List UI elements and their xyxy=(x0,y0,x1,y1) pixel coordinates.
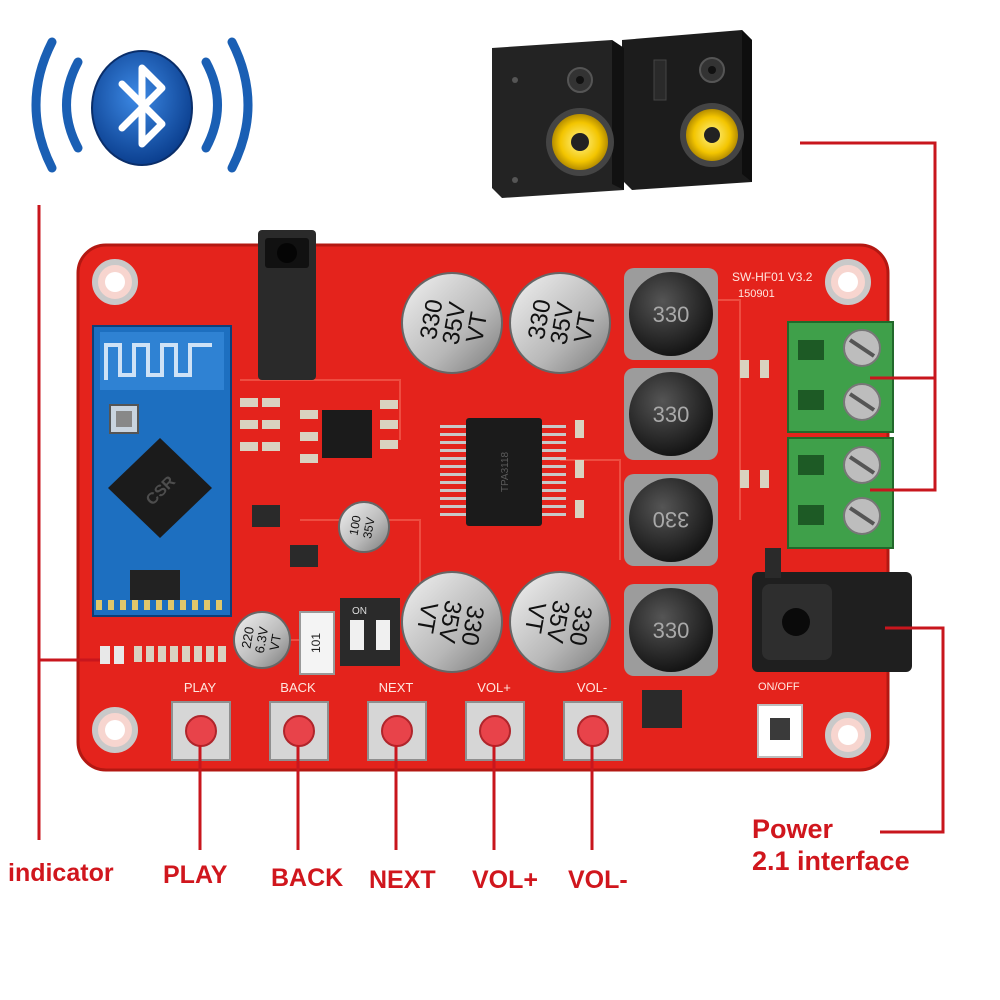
svg-text:VOL+: VOL+ xyxy=(477,680,511,695)
svg-text:220: 220 xyxy=(238,625,257,649)
svg-text:330: 330 xyxy=(653,302,690,327)
svg-text:VT: VT xyxy=(266,633,284,652)
svg-text:VT: VT xyxy=(519,600,551,635)
svg-text:SW-HF01 V3.2: SW-HF01 V3.2 xyxy=(732,270,813,284)
board-button-labels: PLAY BACK NEXT VOL+ VOL- xyxy=(184,680,607,695)
svg-text:TPA3118: TPA3118 xyxy=(500,451,511,492)
speaker-icon xyxy=(492,30,752,198)
inductors: 330 330 330 330 xyxy=(624,268,718,676)
svg-text:330: 330 xyxy=(653,507,690,532)
svg-text:330: 330 xyxy=(653,618,690,643)
capacitor-top-left: 330 35V VT xyxy=(401,272,503,374)
bluetooth-icon xyxy=(31,37,253,173)
bluetooth-module: CSR xyxy=(92,325,232,617)
capacitor-top-right: 330 35V VT xyxy=(509,272,611,374)
svg-text:VT: VT xyxy=(461,310,493,345)
callout-play: PLAY xyxy=(163,861,228,889)
power-resistor: 101 xyxy=(299,611,335,675)
capacitor-bottom-left: 330 35V VT xyxy=(401,571,503,673)
svg-text:101: 101 xyxy=(309,633,323,653)
callout-power-line2: 2.1 interface xyxy=(752,846,910,877)
speaker-terminals xyxy=(787,321,894,549)
amplifier-chip: TPA3118 xyxy=(322,410,566,526)
capacitor-small-middle: 100 35V xyxy=(338,501,390,553)
smd-components xyxy=(240,360,769,518)
power-jack xyxy=(752,548,912,672)
capacitor-small-left: 220 6.3V VT xyxy=(233,611,291,669)
indicator-leds xyxy=(100,646,226,664)
callout-power: Power 2.1 interface xyxy=(752,813,910,878)
svg-text:ON/OFF: ON/OFF xyxy=(758,681,800,693)
svg-text:VT: VT xyxy=(569,310,601,345)
callout-vol-up: VOL+ xyxy=(472,866,538,894)
svg-text:VT: VT xyxy=(411,600,443,635)
callout-indicator: indicator xyxy=(8,859,114,887)
svg-text:BACK: BACK xyxy=(280,680,316,695)
callout-power-line1: Power xyxy=(752,814,834,844)
callout-lines xyxy=(37,141,945,850)
svg-text:100: 100 xyxy=(347,514,364,536)
power-switch: ON/OFF xyxy=(757,681,803,758)
callout-back: BACK xyxy=(271,864,344,892)
capacitor-bottom-right: 330 35V VT xyxy=(509,571,611,673)
dip-switch: ON xyxy=(340,598,400,666)
svg-text:PLAY: PLAY xyxy=(184,680,217,695)
audio-jack xyxy=(258,230,316,380)
svg-text:ON: ON xyxy=(352,606,367,617)
svg-text:150901: 150901 xyxy=(738,288,775,300)
svg-text:VOL-: VOL- xyxy=(577,680,607,695)
svg-text:NEXT: NEXT xyxy=(379,680,414,695)
svg-text:6.3V: 6.3V xyxy=(252,625,271,654)
callout-vol-down: VOL- xyxy=(568,866,628,894)
callout-next: NEXT xyxy=(369,866,436,894)
svg-text:35V: 35V xyxy=(360,516,377,539)
svg-text:330: 330 xyxy=(653,402,690,427)
